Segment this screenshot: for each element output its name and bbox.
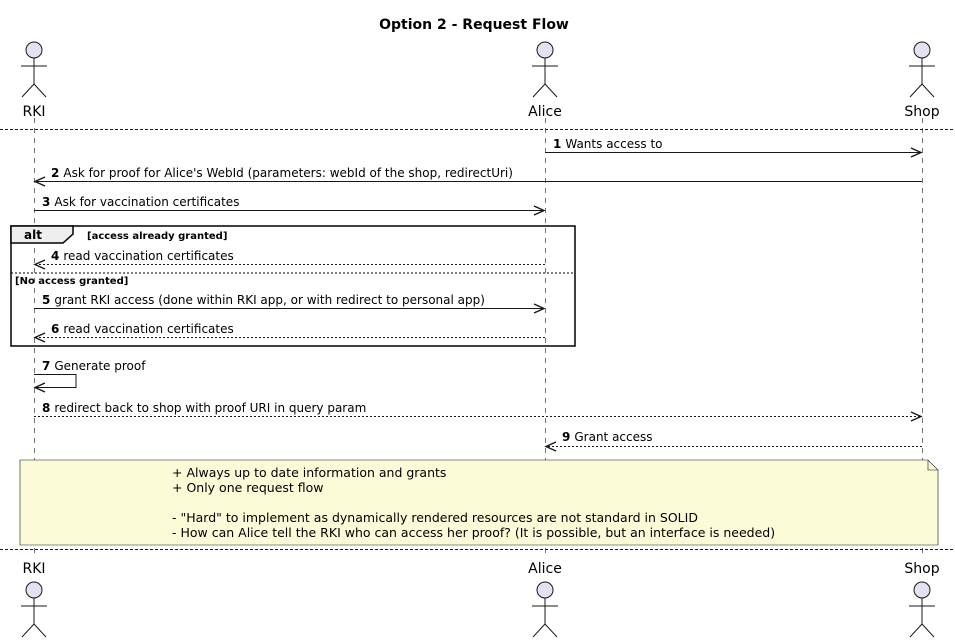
participant-label-rki: RKI <box>22 104 45 120</box>
msg-number: 6 <box>51 322 59 336</box>
participant-label-rki: RKI <box>22 561 45 577</box>
msg-number: 5 <box>42 293 50 307</box>
actor-alice-top: Alice <box>528 41 562 120</box>
diagram-title: Option 2 - Request Flow <box>379 17 569 33</box>
message-3: 3 Ask for vaccination certificates <box>34 195 546 216</box>
message-9: 9 Grant access <box>544 430 922 452</box>
actor-figure-icon <box>21 41 47 98</box>
msg-number: 4 <box>51 249 59 263</box>
message-4: 4 read vaccination certificates <box>33 249 545 270</box>
note-box <box>19 459 939 546</box>
note-line-4: - "Hard" to implement as dynamically ren… <box>172 510 698 525</box>
msg-self-arrow-line <box>34 374 77 388</box>
actor-shop-top: Shop <box>904 41 940 120</box>
msg-label: Ask for proof for Alice's WebId (paramet… <box>63 166 513 180</box>
arrow-head-icon <box>533 303 546 314</box>
msg-number: 7 <box>42 359 50 373</box>
actor-figure-icon <box>21 581 47 638</box>
actor-rki-top: RKI <box>21 41 47 120</box>
msg-label: Ask for vaccination certificates <box>54 195 239 209</box>
actor-figure-icon <box>532 581 558 638</box>
arrow-head-icon <box>533 205 546 216</box>
msg-label: Generate proof <box>54 359 146 373</box>
message-6: 6 read vaccination certificates <box>33 322 545 343</box>
note-fold <box>927 460 938 471</box>
alt-frame-label: alt <box>24 228 42 242</box>
msg-number: 3 <box>42 195 50 209</box>
alt-frame: alt [access already granted] [No access … <box>10 225 576 347</box>
msg-number: 8 <box>42 401 50 415</box>
note-line-2: + Only one request flow <box>172 480 324 495</box>
alt-frame-border <box>10 225 576 347</box>
alt-frame-tab <box>10 225 74 244</box>
alt-guard-1: [access already granted] <box>87 231 227 242</box>
arrow-head-icon <box>33 332 46 343</box>
message-7: 7 Generate proof <box>33 359 146 393</box>
note: + Always up to date information and gran… <box>19 459 939 546</box>
msg-number: 9 <box>562 430 570 444</box>
participant-label-shop: Shop <box>904 561 939 577</box>
participant-label-alice: Alice <box>528 104 562 120</box>
alt-guard-2: [No access granted] <box>15 276 128 287</box>
message-1: 1 Wants access to <box>545 137 923 158</box>
message-5: 5 grant RKI access (done within RKI app, … <box>34 293 546 314</box>
actor-figure-icon <box>909 581 935 638</box>
actor-figure-icon <box>532 41 558 98</box>
participant-label-shop: Shop <box>904 104 939 120</box>
msg-number: 2 <box>51 166 59 180</box>
actor-alice-bottom: Alice <box>528 561 562 638</box>
arrow-head-icon <box>544 441 557 452</box>
arrow-head-icon <box>33 382 46 393</box>
msg-label: grant RKI access (done within RKI app, o… <box>54 293 485 307</box>
msg-label: read vaccination certificates <box>63 322 233 336</box>
arrow-head-icon <box>910 147 923 158</box>
msg-number: 1 <box>553 137 561 151</box>
msg-label: Grant access <box>574 430 652 444</box>
msg-label: read vaccination certificates <box>63 249 233 263</box>
arrow-head-icon <box>33 176 46 187</box>
arrow-head-icon <box>910 411 923 422</box>
actor-shop-bottom: Shop <box>904 561 940 638</box>
arrow-head-icon <box>33 259 46 270</box>
msg-label: redirect back to shop with proof URI in … <box>54 401 366 415</box>
message-8: 8 redirect back to shop with proof URI in… <box>34 401 923 422</box>
note-line-5: - How can Alice tell the RKI who can acc… <box>172 525 775 540</box>
actor-figure-icon <box>909 41 935 98</box>
participant-label-alice: Alice <box>528 561 562 577</box>
note-line-1: + Always up to date information and gran… <box>172 465 446 480</box>
message-2: 2 Ask for proof for Alice's WebId (parame… <box>33 166 922 187</box>
msg-label: Wants access to <box>565 137 662 151</box>
actor-rki-bottom: RKI <box>21 561 47 638</box>
lifelines <box>34 118 923 556</box>
